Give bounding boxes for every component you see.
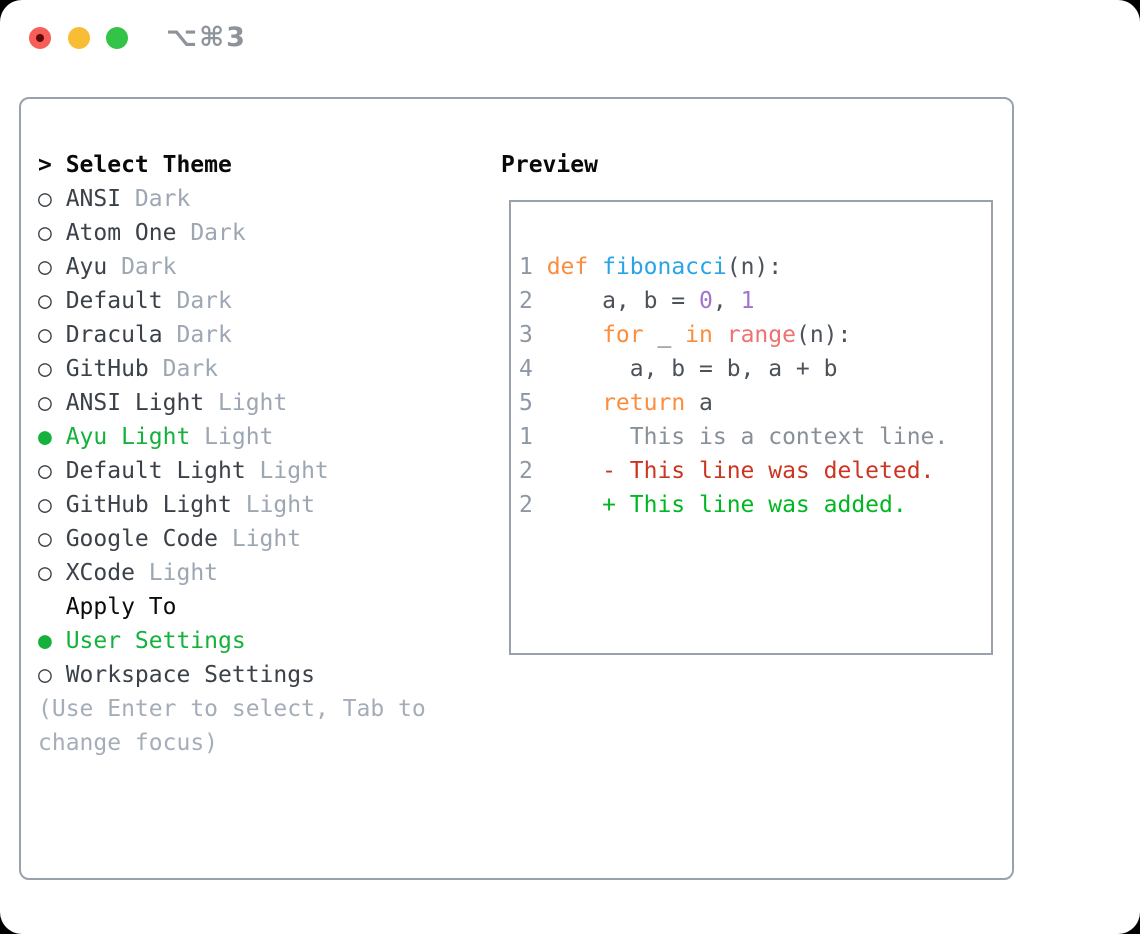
code-segment: a, b = b, a + b [546,356,838,382]
theme-variant-badge: Dark [190,220,246,246]
select-theme-header: > Select Theme [38,148,426,182]
radio-icon: ○ [38,526,52,552]
zoom-button[interactable] [106,27,128,49]
code-segment: a [685,390,713,416]
code-line: 1 def fibonacci(n): [519,250,991,284]
close-button[interactable] [29,27,51,49]
code-segment: This is a context line. [546,424,949,450]
code-line: 5 return a [519,386,991,420]
code-segment: range [726,322,796,348]
unsaved-dot-icon [36,34,44,42]
minimize-button[interactable] [68,27,90,49]
theme-variant-badge: Light [148,560,219,586]
theme-variant-badge: Light [245,492,315,518]
code-segment [547,386,602,420]
help-text-line-1: (Use Enter to select, Tab to [38,696,426,722]
theme-variant-badge: Dark [162,356,219,382]
code-segment: in [685,322,713,348]
line-number: 2 [519,492,533,518]
code-segment: (n): [795,322,852,348]
code-segment: 1 [740,288,755,314]
window-shortcut-label: ⌥⌘3 [166,22,247,53]
code-segment: (n): [726,254,783,280]
line-number: 2 [519,458,533,484]
apply-option-workspace-settings[interactable]: ○Workspace Settings [38,658,426,692]
preview-title: Preview [501,152,598,178]
diff-deleted-line: 2 - This line was deleted. [519,454,991,488]
line-number: 1 [519,424,533,450]
theme-variant-badge: Dark [121,254,177,280]
radio-icon: ○ [38,288,52,314]
code-line: 4 a, b = b, a + b [519,352,991,386]
radio-icon: ○ [38,458,52,484]
code-segment: 0 [699,288,713,314]
code-segment: def [546,254,589,280]
radio-selected-icon: ● [38,628,52,654]
radio-icon: ○ [38,390,52,416]
theme-variant-badge: Light [204,424,274,450]
theme-variant-badge: Dark [176,322,232,348]
code-segment: _ [643,322,686,348]
theme-variant-badge: Dark [134,186,191,212]
radio-icon: ○ [38,254,52,280]
code-segment: - This line was deleted. [546,458,935,484]
line-number: 1 [519,254,533,280]
code-segment: a, b = [546,288,700,314]
select-theme-title: Select Theme [65,152,232,178]
code-segment [547,318,602,352]
apply-option-user-settings[interactable]: ●User Settings [38,624,426,658]
focus-caret-icon: > [38,152,52,178]
line-number: 4 [519,356,533,382]
radio-icon: ○ [38,662,52,688]
radio-icon: ○ [38,322,52,348]
code-segment: + This line was added. [546,492,907,518]
radio-icon: ○ [38,220,52,246]
radio-icon: ○ [38,186,52,212]
diff-added-line: 2 + This line was added. [519,488,991,522]
code-segment: for [602,322,644,348]
help-text-line-2: change focus) [38,730,219,756]
theme-variant-badge: Light [218,390,288,416]
code-segment [588,250,602,284]
theme-variant-badge: Light [259,458,329,484]
code-segment: , [712,288,741,314]
theme-variant-badge: Light [231,526,302,552]
radio-icon: ○ [38,560,52,586]
apply-to-header: Apply To [65,594,177,620]
code-segment [713,318,727,352]
code-line: 3 for _ in range(n): [519,318,991,352]
code-line: 2 a, b = 0, 1 [519,284,991,318]
theme-variant-badge: Dark [176,288,232,314]
titlebar: ⌥⌘3 [0,0,1140,76]
diff-context-line: 1 This is a context line. [519,420,991,454]
radio-icon: ○ [38,492,52,518]
radio-icon: ○ [38,356,52,382]
line-number: 5 [519,390,533,416]
line-number: 3 [519,322,533,348]
line-number: 2 [519,288,533,314]
radio-selected-icon: ● [38,424,52,450]
code-segment: fibonacci [602,254,727,280]
code-segment: return [602,390,686,416]
